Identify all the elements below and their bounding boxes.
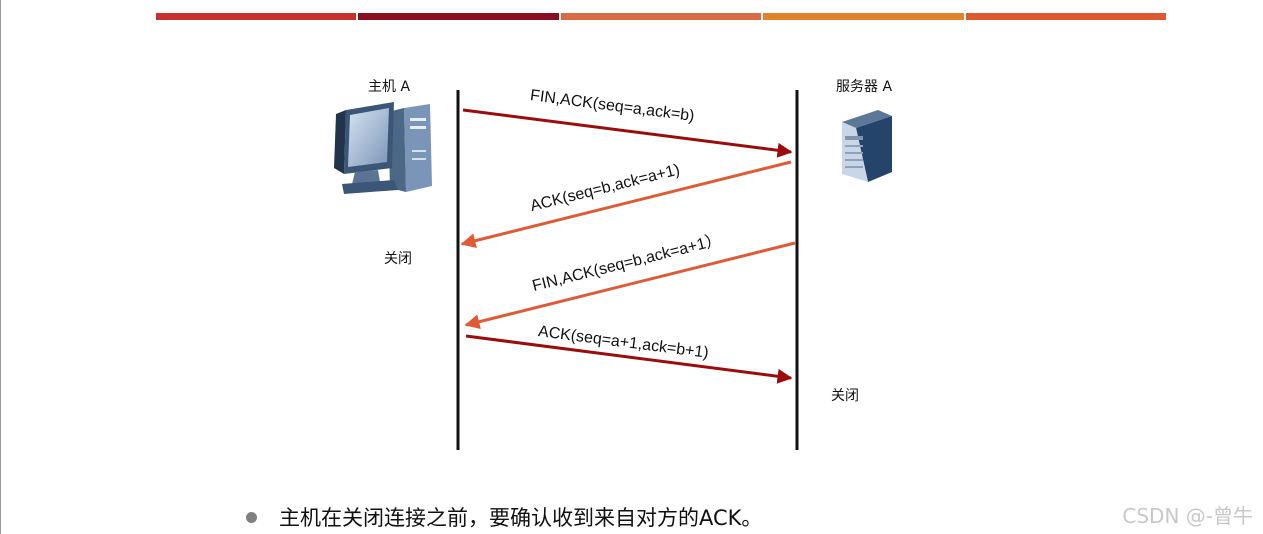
server-closed-label: 关闭 bbox=[831, 388, 859, 404]
arrow-ack-1 bbox=[460, 160, 792, 249]
band-segment-5 bbox=[965, 13, 1167, 20]
band-segment-1 bbox=[156, 13, 357, 20]
bullet-dot-icon bbox=[246, 511, 257, 523]
page-left-border bbox=[0, 0, 1, 534]
decorative-color-band bbox=[156, 13, 1167, 20]
arrow-fin-ack-1 bbox=[462, 108, 793, 158]
desktop-computer-icon bbox=[334, 102, 432, 194]
arrow-fin-ack-2 bbox=[464, 241, 796, 330]
watermark: CSDN @-曾牛 bbox=[1122, 504, 1253, 528]
server-label: 服务器 A bbox=[836, 79, 893, 95]
arrow-ack-2 bbox=[465, 334, 793, 384]
band-segment-3 bbox=[560, 13, 762, 20]
server-tower-icon bbox=[842, 110, 892, 182]
host-label: 主机 A bbox=[368, 79, 411, 95]
bullet-point: 主机在关闭连接之前，要确认收到来自对方的ACK。 bbox=[246, 502, 762, 532]
bullet-text: 主机在关闭连接之前，要确认收到来自对方的ACK。 bbox=[279, 506, 763, 530]
host-closed-label: 关闭 bbox=[384, 251, 412, 267]
band-segment-4 bbox=[763, 13, 964, 20]
band-segment-2 bbox=[358, 13, 559, 20]
